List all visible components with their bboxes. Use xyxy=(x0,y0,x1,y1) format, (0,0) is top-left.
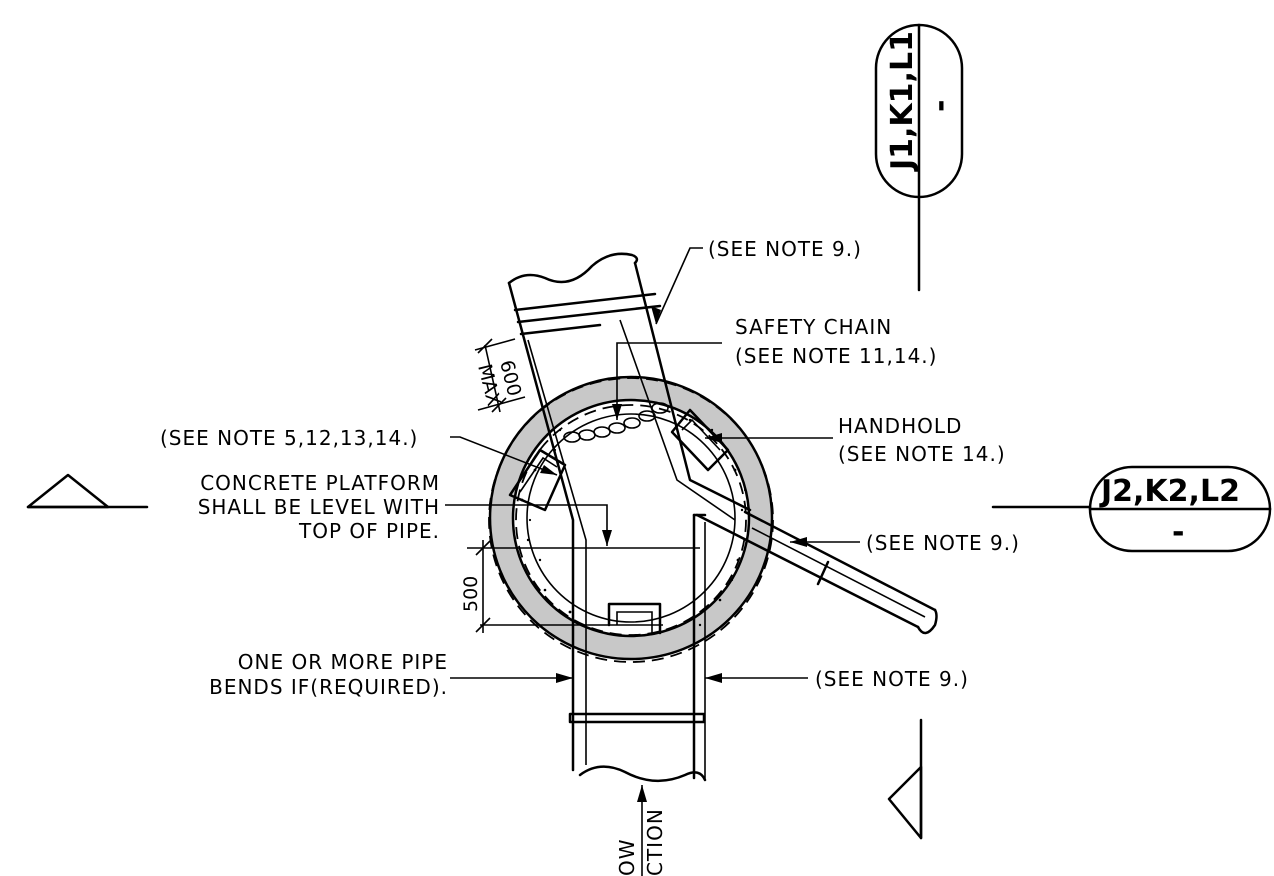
note9-right-label: (SEE NOTE 9.) xyxy=(866,531,1020,555)
handhold-label: HANDHOLD xyxy=(838,414,962,438)
right-bubble-label: J2,K2,L2 xyxy=(1099,474,1240,509)
note5-label: (SEE NOTE 5,12,13,14.) xyxy=(160,426,418,450)
dimension-600 xyxy=(474,338,526,413)
handhold-right xyxy=(670,408,730,472)
flow-label-2: CTION xyxy=(643,808,667,876)
manhole-wall xyxy=(488,375,774,661)
section-cut-right xyxy=(887,505,1092,840)
step-iron xyxy=(480,602,663,635)
bends-label-2: BENDS IF(REQUIRED). xyxy=(209,675,448,699)
safety-chain-note: (SEE NOTE 11,14.) xyxy=(735,344,937,368)
platform-label-1: CONCRETE PLATFORM xyxy=(200,471,440,495)
bends-label-1: ONE OR MORE PIPE xyxy=(238,650,448,674)
dim-500-value: 500 xyxy=(460,576,482,612)
safety-chain xyxy=(563,402,669,443)
leader-lines xyxy=(445,247,860,876)
platform-label-2: SHALL BE LEVEL WITH xyxy=(198,495,440,519)
note9-top-label: (SEE NOTE 9.) xyxy=(708,237,862,261)
vertical-pipe xyxy=(568,513,707,783)
right-section-bubble: J2,K2,L2 - xyxy=(1088,465,1272,553)
handhold-note: (SEE NOTE 14.) xyxy=(838,442,1006,466)
safety-chain-label: SAFETY CHAIN xyxy=(735,315,892,339)
top-bubble-sub: - xyxy=(923,100,958,112)
top-section-bubble: J1,K1,L1 - xyxy=(874,23,964,199)
upper-inclined-pipe xyxy=(507,252,752,772)
right-bubble-sub: - xyxy=(1172,515,1184,550)
cover-outline xyxy=(488,377,774,663)
right-inclined-pipe xyxy=(695,510,938,635)
note9-bottom-label: (SEE NOTE 9.) xyxy=(815,667,969,691)
platform-label-3: TOP OF PIPE. xyxy=(298,519,440,543)
dimension-500 xyxy=(467,540,540,633)
flow-label-1: OW xyxy=(615,838,639,876)
top-bubble-label: J1,K1,L1 xyxy=(885,31,920,172)
section-cut-left xyxy=(26,473,149,509)
